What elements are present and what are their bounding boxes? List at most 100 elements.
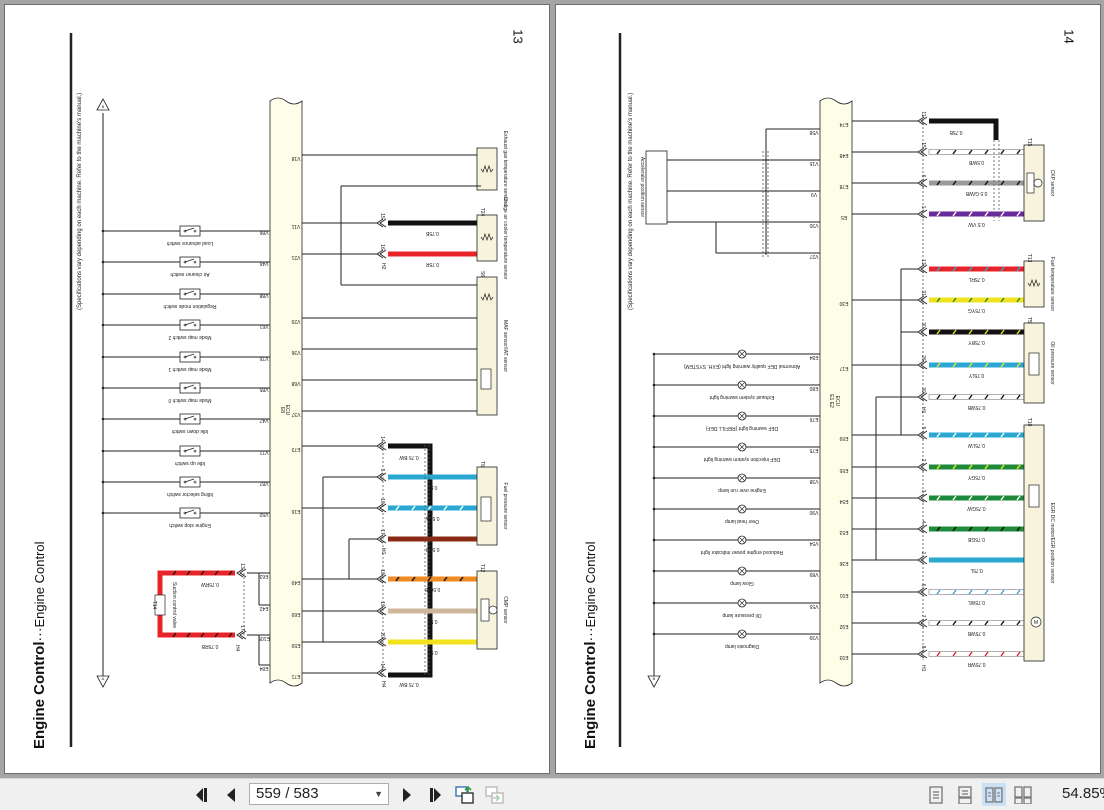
harness-wire [929, 211, 1024, 217]
wire-stripe [952, 589, 957, 595]
junction-dot [101, 480, 105, 484]
switch-icon [179, 413, 201, 425]
wire-stripe [1016, 362, 1021, 368]
switch-contact [183, 355, 187, 359]
connector-chevron-icon [376, 534, 387, 544]
wire-stripe [952, 432, 957, 438]
wire-stripe [952, 149, 957, 155]
dropdown-caret-icon[interactable]: ▼ [374, 789, 383, 799]
wire-stripe [1000, 180, 1005, 186]
connector-chevron-icon [376, 574, 387, 584]
wire-stripe [984, 329, 989, 335]
switch-lever [184, 415, 195, 420]
thermistor-icon [480, 232, 494, 242]
lamp-cross [739, 351, 745, 357]
lamp-cross [739, 506, 745, 512]
wire-stripe [1016, 495, 1021, 501]
switch-contact [193, 292, 197, 296]
shield-drain-wire [929, 118, 999, 140]
navigation-toolbar: 559 / 583 ▼ 54.85% [0, 778, 1104, 810]
switch-name: Mode map switch 0 [168, 397, 211, 403]
previous-page-button[interactable] [222, 784, 240, 806]
ecu-pin-label: V55 [809, 603, 818, 609]
wire-stripe [968, 329, 973, 335]
switch-icon [179, 256, 201, 268]
wire-stripe [952, 526, 957, 532]
view-continuous-button[interactable] [953, 783, 977, 806]
ecu-pin-label: V9 [811, 191, 817, 197]
wire-gauge-label: 0.75GB [967, 536, 985, 542]
next-view-button[interactable] [483, 784, 507, 806]
solenoid-icon [154, 594, 166, 616]
wire-stripe [936, 620, 941, 626]
wire-stripe [1000, 211, 1005, 217]
switch-name: Load advance switch [166, 240, 213, 246]
lamp-name: Diagnosis lamp [725, 643, 759, 649]
switch-contact [193, 323, 197, 327]
sensor-name: CMP sensor [502, 596, 508, 624]
switch-name: Idle up switch [175, 460, 206, 466]
ecu-pin-label: E71 [291, 673, 300, 679]
wire-gauge-label: 0.75RB [201, 643, 218, 649]
lamp-name: Oil pressure lamp [722, 612, 761, 618]
wire-stripe [228, 632, 233, 638]
ecu-pin-label: V21 [291, 254, 300, 260]
junction-dot [101, 449, 105, 453]
next-page-button[interactable] [398, 784, 416, 806]
previous-view-button[interactable] [453, 784, 477, 806]
ecu-sublabel: E8 [279, 407, 285, 413]
ecu-pin-label: E16 [291, 508, 300, 514]
connector-chevron-icon [917, 147, 928, 157]
pin-number: 30 [920, 387, 926, 393]
connector-chevron-icon [376, 503, 387, 513]
switch-icon [179, 476, 201, 488]
connector-chevron-icon [917, 462, 928, 472]
lamp-cross [739, 631, 745, 637]
wire-stripe [936, 297, 941, 303]
lamp-cross [739, 537, 745, 543]
first-page-button[interactable] [192, 784, 214, 806]
sensor-name: MAF sensor/IAT sensor [502, 320, 508, 372]
wire-stripe [411, 505, 416, 511]
wire-stripe [984, 149, 989, 155]
wire-stripe [968, 589, 973, 595]
view-two-page-button[interactable] [982, 783, 1006, 806]
ecu-pin-label: E84 [809, 354, 818, 360]
lamp-name: Reduced engine power indicator light [700, 549, 783, 555]
page-number-field[interactable]: 559 / 583 ▼ [249, 783, 389, 805]
sensor-connector-box [476, 276, 498, 416]
harness-wire [388, 576, 477, 582]
last-page-button[interactable] [424, 784, 446, 806]
view-two-page-continuous-button[interactable] [1011, 783, 1035, 806]
wire-stripe [214, 570, 219, 576]
ecu-pin-label: E91 [839, 592, 848, 598]
zoom-level[interactable]: 54.85% [1062, 785, 1104, 802]
ecu-pin-label: E78 [839, 183, 848, 189]
wire-gauge-label: 0.5WB [968, 159, 984, 165]
harness-wire [388, 536, 477, 542]
ecu-pin-label: E30 [839, 300, 848, 306]
switch-icon [179, 445, 201, 457]
connector-code: H1 [920, 665, 926, 672]
wire-stripe [411, 576, 416, 582]
wire-stripe [952, 362, 957, 368]
pin-number: 20 [379, 632, 385, 638]
ecu-pin-label: V61 [259, 323, 268, 329]
magnetic-pickup-icon [1033, 178, 1043, 188]
sensor-connector-box [1023, 424, 1045, 662]
view-single-page-button[interactable] [924, 783, 948, 806]
connector-chevron-icon [376, 637, 387, 647]
junction-dot [101, 355, 105, 359]
wire-stripe [952, 651, 957, 657]
switch-lever [184, 227, 195, 232]
pin-number: 17 [239, 625, 245, 631]
pin-number: 15 [920, 142, 926, 148]
wire-gauge-label: 0.5LW [425, 515, 439, 521]
wire-stripe [936, 149, 941, 155]
ecu-pin-label: V68 [291, 380, 300, 386]
ecu-pin-label: V37 [291, 411, 300, 417]
connector-chevron-icon [917, 524, 928, 534]
wire-gauge-label: 0.5L [427, 484, 437, 490]
junction-dot [652, 569, 656, 573]
